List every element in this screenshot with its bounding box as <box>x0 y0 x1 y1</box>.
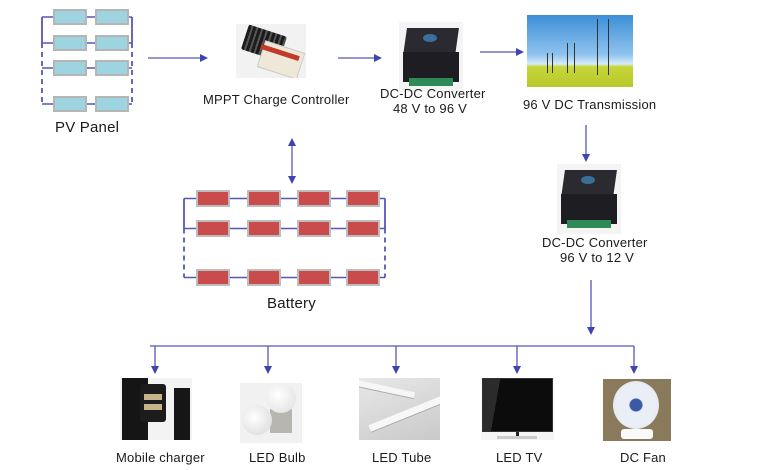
led-tv-icon <box>481 378 554 440</box>
load-drops <box>151 346 638 374</box>
pv-cell <box>95 9 129 25</box>
battery-cell <box>196 220 230 237</box>
battery-cell <box>297 269 331 286</box>
led-tube-icon <box>359 378 440 440</box>
pv-cell <box>53 35 87 51</box>
battery-cell <box>346 220 380 237</box>
battery-cell <box>196 190 230 207</box>
pv-cell <box>53 9 87 25</box>
battery-bank <box>183 190 386 286</box>
converter1-label-line1: DC-DC Converter <box>380 86 486 101</box>
battery-cell <box>247 190 281 207</box>
led-bulb-icon <box>240 383 302 443</box>
power-line-towers-icon <box>527 15 633 87</box>
converter1-label-line2: 48 V to 96 V <box>393 101 467 116</box>
load-label-led-bulb: LED Bulb <box>249 450 306 465</box>
pv-cell <box>95 35 129 51</box>
mppt-charge-controller-icon <box>236 24 306 78</box>
dc-fan-icon <box>603 379 671 441</box>
battery-cell <box>297 190 331 207</box>
dc-dc-converter-icon <box>557 164 621 234</box>
pv-panel-label: PV Panel <box>55 119 120 136</box>
pv-cell <box>95 60 129 76</box>
converter2-label-line2: 96 V to 12 V <box>560 250 634 265</box>
battery-cell <box>196 269 230 286</box>
usb-charger-icon <box>120 378 192 440</box>
load-label-dc-fan: DC Fan <box>620 450 666 465</box>
pv-cell <box>95 96 129 112</box>
load-label-mobile-charger: Mobile charger <box>116 450 205 465</box>
transmission-label: 96 V DC Transmission <box>523 97 657 112</box>
dc-dc-converter-icon <box>399 22 463 92</box>
converter2-label-line1: DC-DC Converter <box>542 235 648 250</box>
pv-cell <box>53 60 87 76</box>
load-label-led-tube: LED Tube <box>372 450 432 465</box>
battery-label: Battery <box>267 295 316 312</box>
battery-cell <box>346 269 380 286</box>
battery-cell <box>346 190 380 207</box>
load-label-led-tv: LED TV <box>496 450 543 465</box>
mppt-label: MPPT Charge Controller <box>203 92 350 107</box>
battery-cell <box>297 220 331 237</box>
battery-cell <box>247 220 281 237</box>
pv-cell <box>53 96 87 112</box>
battery-cell <box>247 269 281 286</box>
pv-panel-array <box>41 9 133 112</box>
